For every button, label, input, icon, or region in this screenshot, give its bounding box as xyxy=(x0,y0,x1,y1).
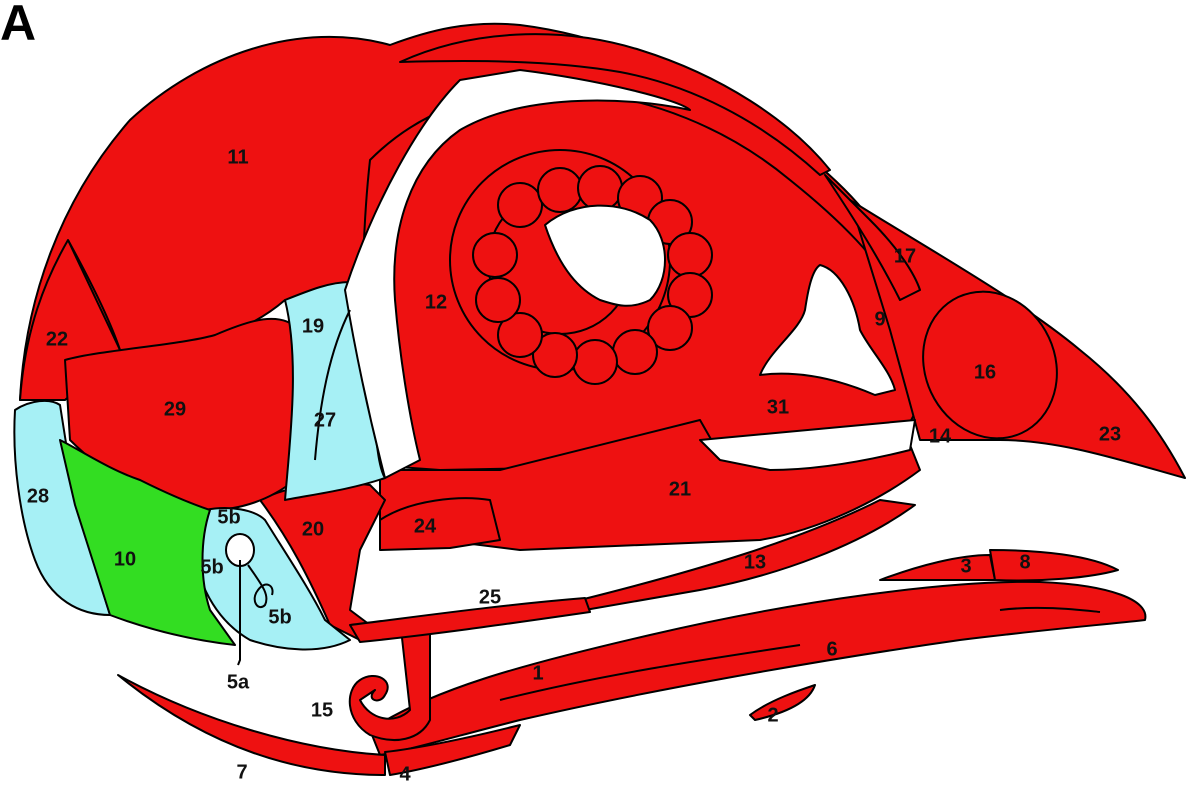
label-13: 13 xyxy=(744,551,766,573)
label-1: 1 xyxy=(532,662,543,684)
label-19: 19 xyxy=(302,315,324,337)
label-16: 16 xyxy=(974,361,996,383)
bone-8 xyxy=(990,550,1118,581)
label-23: 23 xyxy=(1099,423,1121,445)
label-27: 27 xyxy=(314,409,336,431)
label-5a: 5a xyxy=(227,671,250,693)
label-9: 9 xyxy=(874,308,885,330)
label-5b-top: 5b xyxy=(217,506,240,528)
label-11: 11 xyxy=(227,146,248,168)
bone-7 xyxy=(118,675,385,775)
bone-2 xyxy=(750,685,815,720)
label-20: 20 xyxy=(302,518,324,540)
label-24: 24 xyxy=(414,515,437,537)
panel-label: A xyxy=(0,0,36,51)
label-3: 3 xyxy=(960,555,971,577)
label-5b-bottom: 5b xyxy=(268,606,291,628)
label-6: 6 xyxy=(826,638,837,660)
label-22: 22 xyxy=(46,328,68,350)
label-14: 14 xyxy=(929,425,952,447)
label-28: 28 xyxy=(27,485,49,507)
label-29: 29 xyxy=(164,398,186,420)
label-25: 25 xyxy=(479,586,501,608)
bone-25 xyxy=(350,598,590,642)
label-21: 21 xyxy=(669,478,691,500)
label-12: 12 xyxy=(425,291,447,313)
label-4: 4 xyxy=(399,763,411,785)
label-10: 10 xyxy=(114,548,136,570)
label-5b-mid: 5b xyxy=(200,556,223,578)
label-8: 8 xyxy=(1019,551,1030,573)
label-2: 2 xyxy=(767,704,778,726)
label-7: 7 xyxy=(236,761,247,783)
label-15: 15 xyxy=(311,699,333,721)
label-31: 31 xyxy=(767,396,789,418)
bone-3 xyxy=(880,555,995,580)
label-17: 17 xyxy=(894,245,916,267)
